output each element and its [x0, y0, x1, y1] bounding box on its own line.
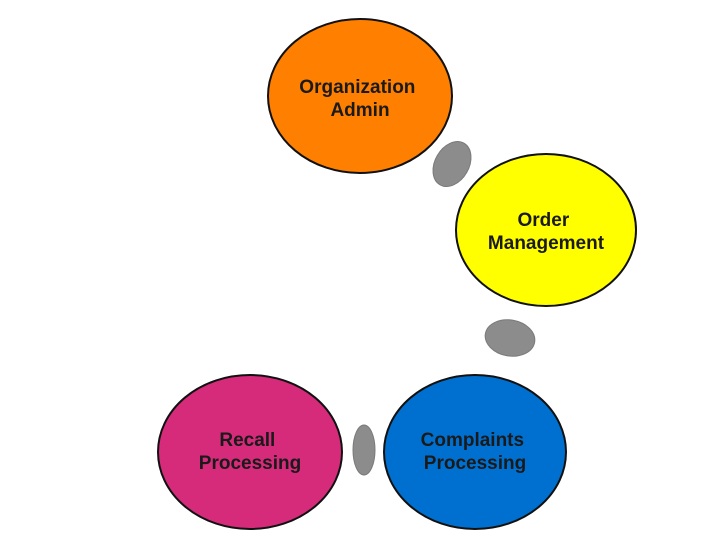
- node-order-management-label-line-1: Order: [517, 210, 569, 231]
- node-recall-processing-label-line-2: Processing: [199, 453, 301, 474]
- node-organization-admin-label-line-1: Organization: [299, 77, 415, 98]
- node-complaints-processing-label-line-2: Processing: [424, 453, 526, 474]
- node-complaints-processing-shape: [383, 374, 567, 530]
- svg-text:Organization Admin: Organization Admin: [299, 77, 420, 121]
- node-recall-processing: Recall Processing: [157, 374, 343, 530]
- node-order-management-shape: [455, 153, 637, 307]
- connector-order-to-complaints: [484, 319, 536, 357]
- node-order-management-label-line-2: Management: [488, 233, 605, 254]
- connector-admin-to-order: [432, 141, 472, 187]
- node-organization-admin-label-line-2: Admin: [330, 100, 389, 121]
- connector-complaints-to-recall: [352, 424, 376, 476]
- svg-text:Recall Processing: Recall Processing: [199, 430, 301, 474]
- node-organization-admin: Organization Admin: [267, 18, 453, 174]
- node-recall-processing-shape: [157, 374, 343, 530]
- node-complaints-processing-label-line-1: Complaints: [421, 430, 524, 451]
- node-recall-processing-label-line-1: Recall: [219, 430, 275, 451]
- node-order-management: Order Management: [455, 153, 637, 307]
- svg-text:Order Management: Order Management: [488, 210, 605, 254]
- node-complaints-processing: Complaints Processing: [383, 374, 567, 530]
- svg-text:Complaints Processing: Complaints Processing: [421, 430, 530, 474]
- node-organization-admin-shape: [267, 18, 453, 174]
